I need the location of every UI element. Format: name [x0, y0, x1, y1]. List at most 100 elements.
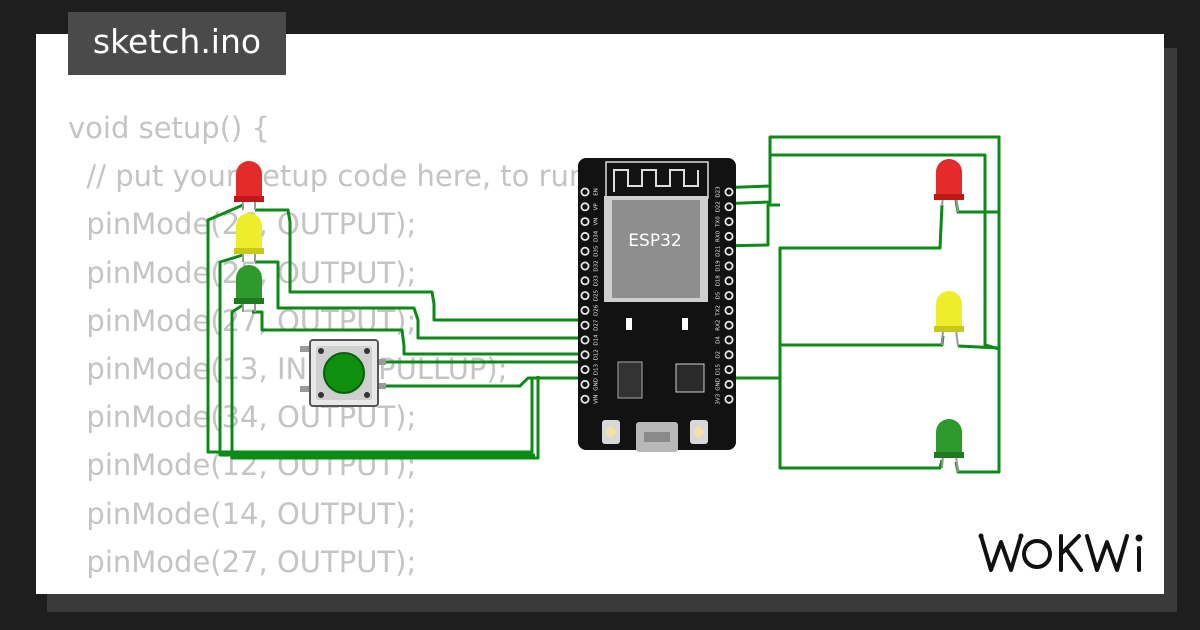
chip — [612, 200, 700, 298]
pin-label: D26 — [594, 304, 600, 316]
wokwi-logo — [978, 533, 1143, 572]
led-yellow-right[interactable] — [934, 291, 964, 347]
pin-hole[interactable] — [580, 320, 590, 330]
button-leg — [300, 346, 310, 352]
pin-label: GND — [594, 378, 600, 391]
pin-hole[interactable] — [580, 202, 590, 212]
pin-hole[interactable] — [580, 394, 590, 404]
pin-label: VIN — [594, 394, 600, 404]
pin-hole[interactable] — [580, 261, 590, 271]
wire — [716, 204, 944, 380]
button-screw — [318, 348, 324, 354]
led-green-right[interactable] — [934, 419, 964, 473]
left-pin-header: ENVPVND34D35D32D33D25D26D27D14D12D13GNDV… — [580, 187, 600, 404]
led-green-left[interactable] — [234, 265, 264, 312]
pin-hole[interactable] — [724, 320, 734, 330]
led-red-left[interactable] — [234, 161, 264, 210]
pin-hole[interactable] — [580, 305, 590, 315]
pin-hole[interactable] — [724, 305, 734, 315]
pin-label: D25 — [594, 289, 600, 301]
smd-part — [682, 318, 688, 330]
pin-hole[interactable] — [580, 365, 590, 375]
usb-chip — [675, 363, 705, 393]
button-leg — [300, 386, 310, 392]
wire — [252, 310, 583, 356]
code-line: } — [68, 586, 676, 594]
code-line: pinMode(34, OUTPUT); — [68, 400, 417, 435]
led-leg — [941, 329, 944, 346]
pin-hole[interactable] — [580, 217, 590, 227]
pin-hole[interactable] — [580, 291, 590, 301]
pin-label: D34 — [594, 230, 600, 242]
pin-label: D15 — [716, 363, 722, 375]
wire — [255, 208, 583, 322]
pin-label: D35 — [594, 245, 600, 257]
led-body — [236, 213, 262, 252]
file-tab[interactable]: sketch.ino — [68, 12, 286, 75]
code-line: void setup() { — [68, 111, 270, 145]
wire — [380, 376, 583, 388]
led-rim — [234, 298, 264, 304]
led-rim — [934, 194, 964, 200]
pin-label: D12 — [594, 349, 600, 360]
code-line: pinMode(27, OUTPUT); — [68, 544, 417, 579]
pin-hole[interactable] — [724, 187, 734, 197]
wire — [715, 203, 780, 248]
led-rim — [934, 452, 964, 458]
boot-button-cap — [606, 427, 616, 437]
pin-label: TX0 — [716, 216, 722, 228]
pin-label: D18 — [716, 275, 722, 287]
pin-hole[interactable] — [724, 379, 734, 389]
led-red-right[interactable] — [934, 159, 964, 213]
pin-hole[interactable] — [580, 276, 590, 286]
led-yellow-left[interactable] — [234, 213, 264, 262]
pin-label: D33 — [594, 275, 600, 287]
led-rim — [934, 326, 964, 332]
pin-hole[interactable] — [724, 231, 734, 241]
pin-hole[interactable] — [580, 350, 590, 360]
pin-hole[interactable] — [580, 187, 590, 197]
esp32-board[interactable]: ESP32 ENVPVND34D35D32D33D25D26D27D14D12D… — [578, 158, 736, 452]
regulator — [617, 361, 643, 399]
pin-hole[interactable] — [580, 335, 590, 345]
pin-hole[interactable] — [724, 365, 734, 375]
antenna-icon — [613, 169, 699, 192]
pin-label: D23 — [716, 186, 722, 198]
wire — [218, 253, 535, 457]
pin-label: RX2 — [716, 320, 722, 331]
pin-label: EN — [594, 188, 600, 196]
button-screw — [318, 392, 324, 398]
pin-label: D13 — [594, 363, 600, 375]
pin-label: D4 — [716, 336, 722, 344]
pin-hole[interactable] — [724, 335, 734, 345]
pin-hole[interactable] — [724, 394, 734, 404]
led-leg — [955, 455, 959, 473]
reset-button-cap — [694, 427, 704, 437]
pin-hole[interactable] — [724, 291, 734, 301]
pin-label: VN — [594, 218, 600, 226]
pin-label: 3V3 — [716, 393, 722, 404]
pushbutton[interactable] — [300, 339, 386, 407]
pin-hole[interactable] — [580, 379, 590, 389]
pin-hole[interactable] — [724, 276, 734, 286]
led-body — [936, 159, 962, 198]
pin-label: D2 — [716, 351, 722, 359]
pin-hole[interactable] — [724, 217, 734, 227]
pin-hole[interactable] — [724, 202, 734, 212]
chip-label: ESP32 — [628, 231, 681, 251]
smd-part — [626, 318, 632, 330]
button-screw — [364, 392, 370, 398]
pin-label: D19 — [716, 260, 722, 272]
pin-hole[interactable] — [724, 350, 734, 360]
pin-hole[interactable] — [724, 246, 734, 256]
button-cap — [323, 352, 365, 394]
pin-hole[interactable] — [580, 246, 590, 256]
usb-port-inner — [644, 432, 670, 442]
code-line: pinMode(14, OUTPUT); — [68, 496, 417, 531]
led-body — [236, 265, 262, 302]
pin-hole[interactable] — [724, 261, 734, 271]
led-body — [936, 419, 962, 456]
pin-hole[interactable] — [580, 231, 590, 241]
wire — [778, 378, 944, 470]
